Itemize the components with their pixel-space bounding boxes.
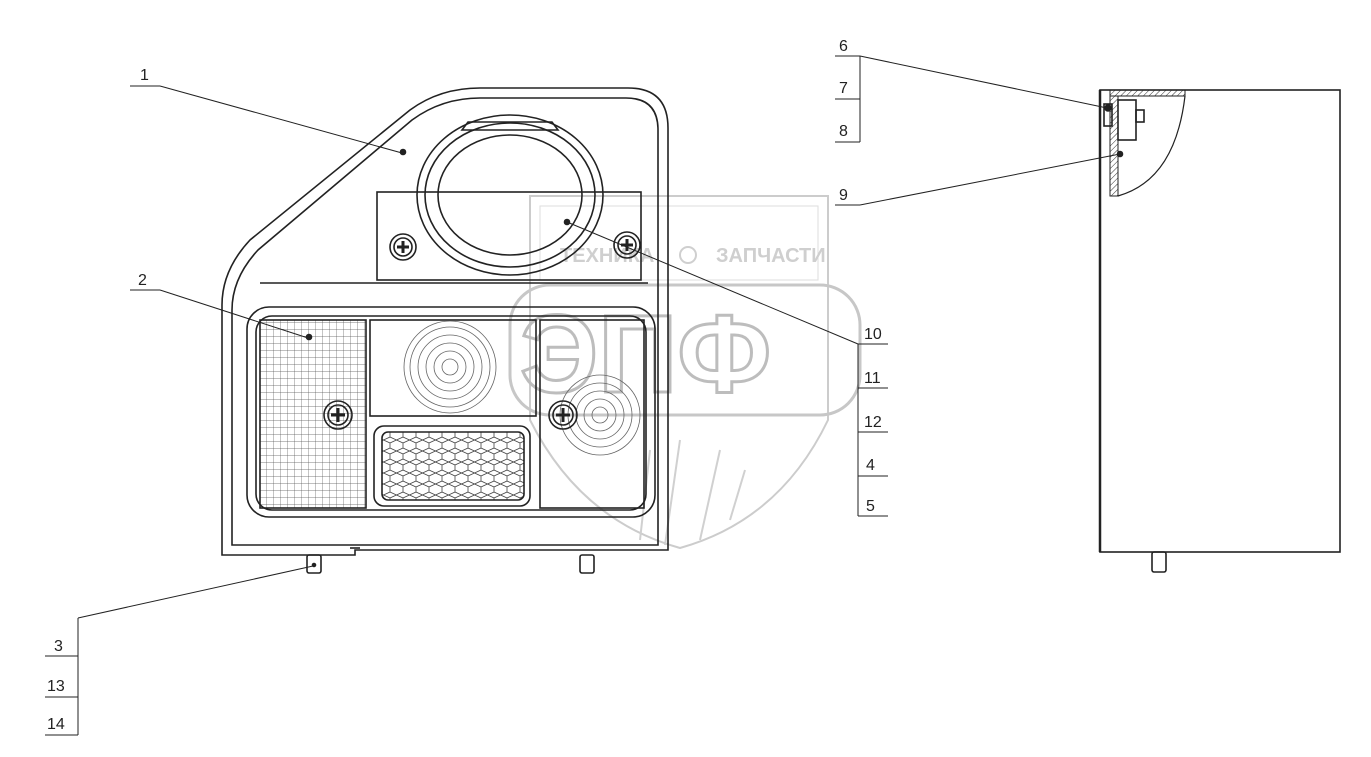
callout-12: 12 <box>864 414 882 431</box>
callout-4: 4 <box>866 457 875 474</box>
reverse-lens <box>259 319 367 509</box>
watermark-shield <box>529 195 829 550</box>
lens-frame-outer <box>246 306 656 518</box>
screw-icon <box>323 400 353 430</box>
leader-lines <box>45 55 1121 736</box>
lamp-housing-outer <box>221 87 669 556</box>
reflector-hexagon <box>381 431 525 501</box>
stop-lens-rings <box>403 320 497 414</box>
screw-icon <box>548 400 578 430</box>
callout-7: 7 <box>839 80 848 97</box>
callout-13: 13 <box>47 678 65 695</box>
stop-lens <box>369 319 537 417</box>
turn-lens <box>539 319 645 509</box>
lamp-housing-inner <box>231 97 659 546</box>
callout-8: 8 <box>839 123 848 140</box>
callout-14: 14 <box>47 716 65 733</box>
mounting-stud <box>306 554 322 574</box>
callout-6: 6 <box>839 38 848 55</box>
side-view-body <box>1099 89 1341 553</box>
callout-10: 10 <box>864 326 882 343</box>
screw-icon <box>389 233 417 261</box>
callout-labels: 1 2 3 13 14 6 7 8 9 10 11 12 4 5 <box>47 38 882 733</box>
screw-icon <box>613 231 641 259</box>
mounting-ring-outer <box>416 114 604 276</box>
watermark-right-word: ЗАПЧАСТИ <box>716 245 826 267</box>
front-view <box>221 87 669 574</box>
watermark-logo-frame <box>508 283 862 417</box>
callout-3: 3 <box>54 638 63 655</box>
callout-9: 9 <box>839 187 848 204</box>
mounting-stud <box>579 554 595 574</box>
callout-1: 1 <box>140 67 149 84</box>
gear-icon <box>679 246 697 264</box>
lens-frame-inner <box>255 315 647 511</box>
callout-11: 11 <box>864 370 881 387</box>
watermark: ТЕХНИКА ЗАПЧАСТИ ЭПФ <box>508 195 862 550</box>
side-screw <box>1103 103 1113 127</box>
side-view <box>1098 89 1341 573</box>
mounting-bracket <box>376 191 642 281</box>
reflector-frame <box>373 425 531 507</box>
callout-5: 5 <box>866 498 875 515</box>
callout-2: 2 <box>138 272 147 289</box>
mounting-hole <box>437 134 583 256</box>
side-bracket <box>1109 95 1119 197</box>
mounting-stud <box>1151 551 1167 573</box>
side-lamp-block <box>1117 99 1137 141</box>
watermark-left-word: ТЕХНИКА <box>560 245 654 267</box>
